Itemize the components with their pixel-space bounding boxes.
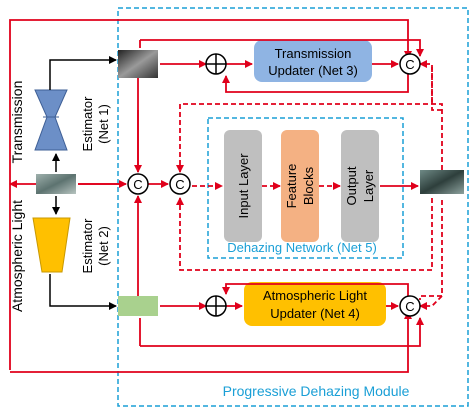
input-layer-box xyxy=(224,130,262,242)
dehazing-network-frame xyxy=(207,117,404,259)
dehazed-output-image xyxy=(420,170,464,194)
transmission-updater-box xyxy=(254,40,372,82)
transmission-map-thumbnail xyxy=(118,50,158,78)
output-layer-label-1: Output xyxy=(344,166,359,205)
concat-node-2: C xyxy=(169,173,191,195)
add-node-bottom xyxy=(205,295,227,317)
output-layer-label-2: Layer xyxy=(361,169,376,202)
atmospheric-updater-sub: Updater (Net 4) xyxy=(270,306,360,321)
input-layer-label: Input Layer xyxy=(236,153,251,219)
estimator-arrows xyxy=(49,56,117,310)
progressive-module-frame xyxy=(117,7,469,407)
transmission-estimator-shape xyxy=(34,89,68,151)
feature-blocks-label-1: Feature xyxy=(284,164,299,209)
atmospheric-updater-title: Atmospheric Light xyxy=(263,288,367,303)
dehazing-network-label: Dehazing Network (Net 5) xyxy=(227,240,377,255)
transmission-estimator-label: Estimator xyxy=(80,96,95,152)
atmospheric-updater-box xyxy=(244,282,386,326)
hazy-input-image xyxy=(36,174,76,194)
feature-blocks-label-2: Blocks xyxy=(301,166,316,205)
feature-blocks-box xyxy=(281,130,319,242)
solid-red-arrows xyxy=(9,19,424,373)
svg-text:C: C xyxy=(405,57,414,72)
atmospheric-estimator-shape xyxy=(32,217,71,273)
transmission-side-label: Transmission xyxy=(9,81,25,164)
atmospheric-estimator-label: Estimator xyxy=(80,218,95,274)
atmospheric-side-label: Atmospheric Light xyxy=(9,200,25,312)
svg-text:C: C xyxy=(405,299,414,314)
atmospheric-net-label: (Net 2) xyxy=(96,226,111,266)
svg-text:C: C xyxy=(133,177,142,192)
progressive-module-label: Progressive Dehazing Module xyxy=(223,383,410,399)
transmission-updater-sub: Updater (Net 3) xyxy=(268,63,358,78)
atmospheric-map-thumbnail xyxy=(118,296,158,316)
add-node-top xyxy=(205,53,227,75)
svg-text:C: C xyxy=(175,177,184,192)
concat-node-bottom: C xyxy=(399,295,421,317)
concat-node-1: C xyxy=(127,173,149,195)
dashed-red-arrows xyxy=(176,60,443,310)
transmission-net-label: (Net 1) xyxy=(96,104,111,144)
transmission-updater-title: Transmission xyxy=(275,46,352,61)
output-layer-box xyxy=(341,130,379,242)
concat-node-top: C xyxy=(399,53,421,75)
